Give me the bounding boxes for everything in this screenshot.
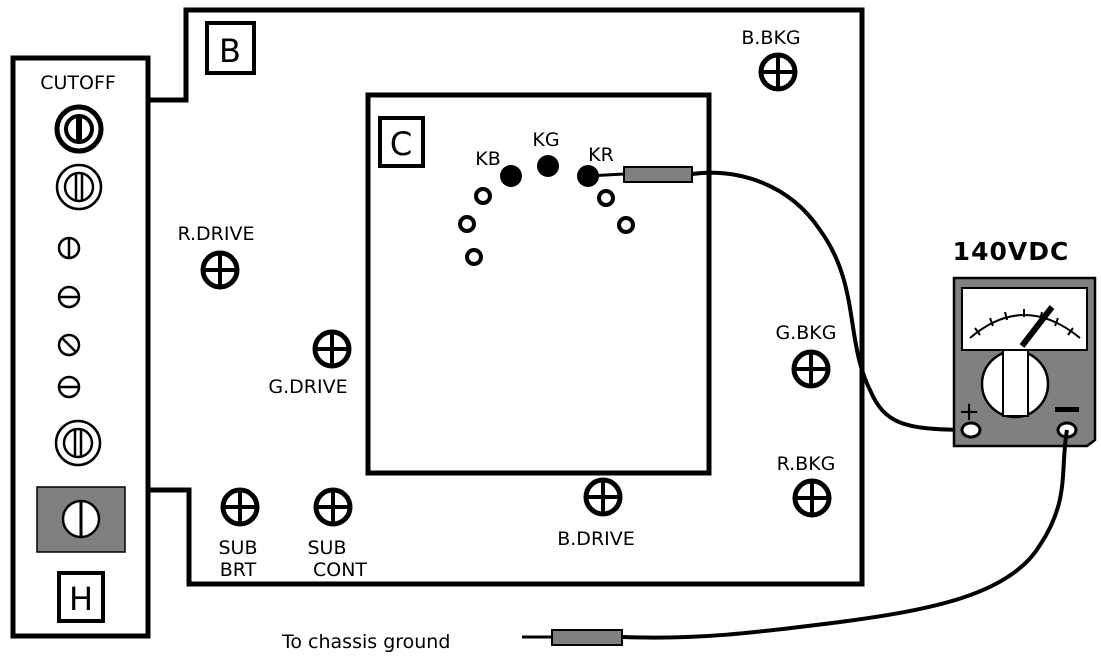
g-drive-adjust-icon[interactable]: [312, 329, 352, 369]
kg-label: KG: [532, 129, 559, 151]
meter-minus-sign: [1055, 407, 1079, 412]
board-c-letter: C: [390, 125, 412, 163]
r-drive-adjust-icon[interactable]: [200, 250, 240, 290]
meter-needle: [1019, 305, 1055, 348]
pin-ring-icon: [458, 215, 476, 233]
sub-cont-label-line1: SUB: [307, 537, 346, 559]
board-b-outline: [150, 7, 865, 587]
r-drive-label: R.DRIVE: [177, 223, 254, 245]
small-pot-diagonal-icon[interactable]: [57, 333, 81, 357]
b-drive-adjust-icon[interactable]: [583, 477, 623, 517]
small-pot-vertical-icon[interactable]: [57, 236, 81, 260]
trimmer-2-icon[interactable]: [55, 163, 103, 211]
meter-reading: 140VDC: [953, 237, 1070, 266]
small-pot-horizontal-2-icon[interactable]: [57, 375, 81, 399]
cutoff-trimmer-icon[interactable]: [54, 104, 104, 154]
negative-lead-wire: [622, 429, 1069, 640]
board-h-tag: H: [57, 571, 105, 623]
sub-brt-label-line1: SUB: [218, 537, 257, 559]
small-pot-horizontal-icon[interactable]: [57, 285, 81, 309]
r-bkg-label: R.BKG: [777, 453, 836, 475]
pin-ring-icon: [617, 216, 635, 234]
meter-positive-jack: [960, 421, 982, 439]
board-b-tag: B: [205, 21, 256, 75]
ground-note: To chassis ground: [281, 631, 450, 653]
pin-ring-icon: [474, 187, 492, 205]
trimmer-3-icon[interactable]: [54, 419, 102, 467]
h-board-shaded-trimmer[interactable]: [36, 486, 126, 553]
b-bkg-adjust-icon[interactable]: [758, 52, 798, 92]
multimeter: +: [952, 276, 1097, 448]
pin-ring-icon: [597, 189, 615, 207]
pin-ring-icon: [465, 248, 483, 266]
g-bkg-adjust-icon[interactable]: [791, 349, 831, 389]
kr-probe-tip: [587, 172, 625, 178]
board-h-letter: H: [69, 580, 93, 618]
ground-probe-icon[interactable]: [551, 629, 623, 646]
sub-brt-adjust-icon[interactable]: [220, 487, 260, 527]
kb-pin-icon[interactable]: [500, 165, 522, 187]
shaded-trimmer-icon: [61, 499, 101, 539]
kg-pin-icon[interactable]: [537, 155, 559, 177]
kr-probe-icon[interactable]: [623, 166, 693, 183]
board-h-outline: [10, 55, 151, 639]
sub-cont-label-line2: CONT: [313, 559, 367, 581]
r-bkg-adjust-icon[interactable]: [792, 478, 832, 518]
meter-knob-pointer: [1002, 349, 1029, 417]
positive-lead-wire: [691, 170, 976, 432]
kr-label: KR: [588, 144, 614, 166]
g-bkg-label: G.BKG: [776, 322, 837, 344]
board-c-outline: [365, 92, 712, 476]
b-bkg-label: B.BKG: [741, 27, 800, 49]
g-drive-label: G.DRIVE: [268, 376, 347, 398]
sub-cont-adjust-icon[interactable]: [313, 487, 353, 527]
board-c-tag: C: [378, 116, 425, 168]
meter-plus-sign: +: [958, 397, 980, 427]
board-b-letter: B: [219, 32, 241, 70]
cutoff-label: CUTOFF: [40, 72, 116, 94]
kb-label: KB: [475, 148, 501, 170]
b-drive-label: B.DRIVE: [557, 528, 635, 550]
sub-brt-label-line2: BRT: [220, 559, 257, 581]
